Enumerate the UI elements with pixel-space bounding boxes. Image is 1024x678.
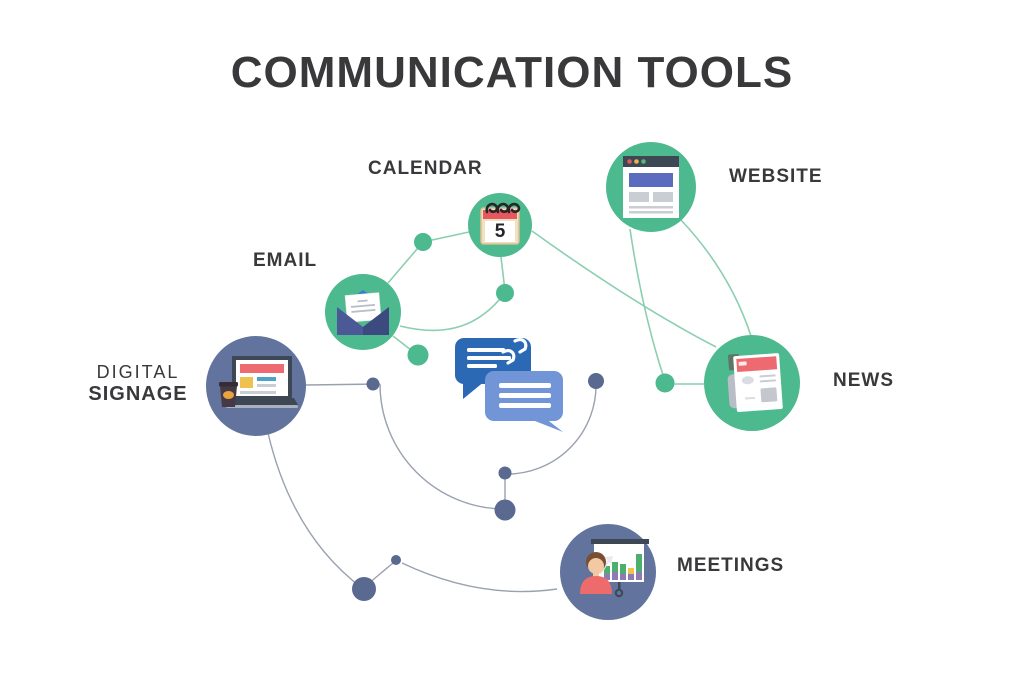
label-email: EMAIL — [253, 250, 318, 271]
news-circle — [704, 335, 800, 431]
connector-node — [407, 344, 429, 366]
presenter-chart-icon — [560, 524, 656, 620]
chat-bubble-front — [485, 371, 563, 432]
connector-node — [494, 499, 516, 521]
quote-mark-icon — [501, 348, 516, 365]
chat-bubbles-icon — [445, 333, 575, 438]
label-meetings: MEETINGS — [677, 555, 785, 576]
calendar-circle: 5 — [468, 193, 532, 257]
calendar-icon — [468, 193, 532, 257]
connector-line — [392, 335, 412, 351]
connector-line — [680, 219, 752, 337]
laptop-screen-icon — [206, 336, 306, 436]
connector-node — [414, 233, 432, 251]
connector-line — [379, 383, 506, 510]
connector-line — [531, 230, 717, 348]
connector-line — [629, 228, 664, 376]
label-calendar: CALENDAR — [368, 158, 483, 179]
connector-node — [655, 373, 675, 393]
connector-line — [401, 562, 558, 593]
coffee-cup-icon — [219, 382, 238, 407]
website-circle — [606, 142, 696, 232]
browser-window-icon — [606, 142, 696, 232]
connector-node — [391, 555, 401, 565]
label-website: WEBSITE — [729, 166, 823, 187]
connector-node — [498, 466, 512, 480]
label-news: NEWS — [833, 370, 894, 391]
connector-line — [504, 381, 597, 475]
presenter-person-icon — [580, 552, 612, 594]
envelope-icon — [325, 274, 401, 350]
newspaper-icon — [704, 335, 800, 431]
connector-node — [496, 284, 514, 302]
connector-line — [267, 432, 363, 589]
label-digital-signage: DIGITAL SIGNAGE — [86, 362, 190, 406]
connector-node — [366, 377, 380, 391]
calendar-day-number: 5 — [494, 221, 506, 242]
connector-line — [399, 293, 505, 332]
quote-mark-icon — [513, 337, 528, 354]
label-digital: DIGITAL — [96, 362, 180, 382]
page-title: COMMUNICATION TOOLS — [230, 48, 794, 97]
connector-node — [352, 577, 376, 601]
email-circle — [325, 274, 401, 350]
connector-node — [588, 373, 604, 389]
label-signage: SIGNAGE — [88, 383, 188, 405]
meetings-circle — [560, 524, 656, 620]
digital-signage-circle — [206, 336, 306, 436]
